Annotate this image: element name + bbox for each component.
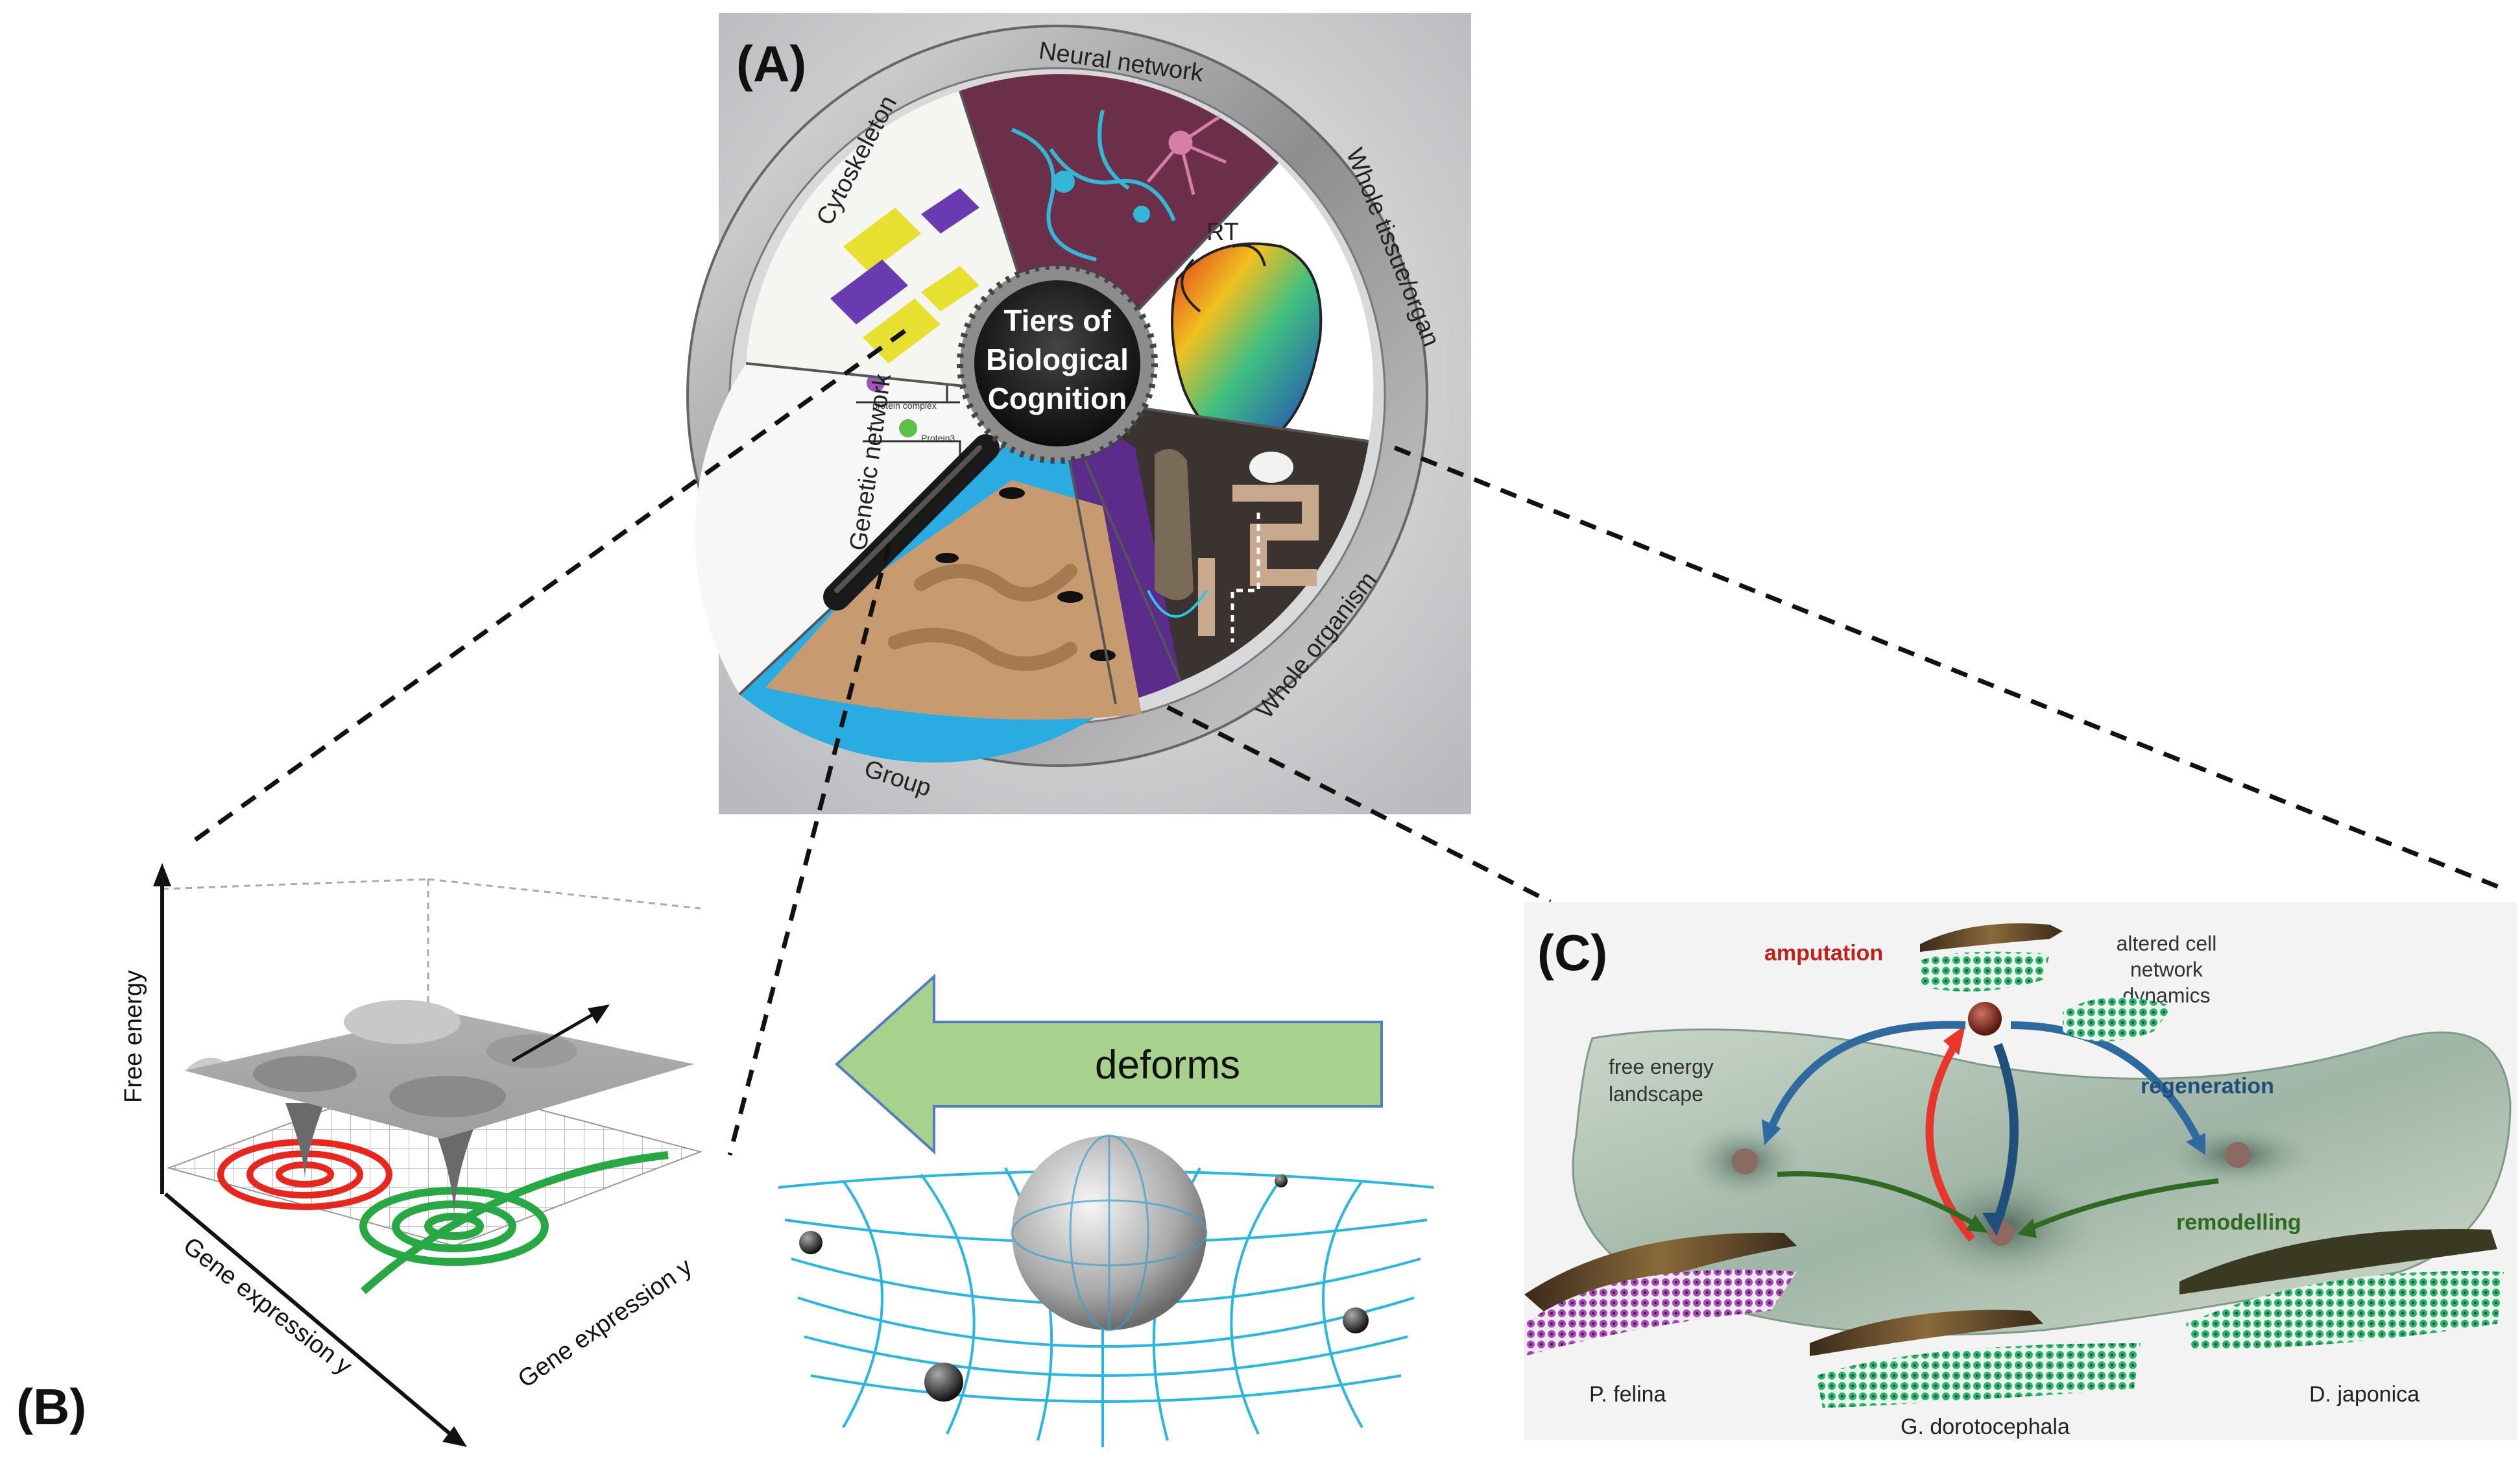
hub-center [974, 280, 1140, 446]
planarian-mesh [1147, 589, 1208, 618]
landscape-line-1: free energy [1609, 1055, 1714, 1078]
panel-b: (B) [16, 863, 703, 1447]
y-axis-label: Gene expression y [513, 1253, 697, 1393]
altered-line-1: altered cell [2117, 932, 2217, 955]
surface-dip-2 [389, 1076, 506, 1117]
state-bead-left [1732, 1148, 1758, 1174]
wedge-planarian-main [1057, 396, 1181, 704]
maze-path-dotted [1230, 513, 1260, 642]
remodelling-arrow-left [1777, 1171, 1980, 1229]
remodelling-arrow-right-head [2017, 1219, 2037, 1238]
remodelling-arrow-right [2026, 1178, 2219, 1232]
panel-a-letter: (A) [736, 35, 806, 92]
planarian-right [2179, 1229, 2497, 1294]
state-bead-top [1968, 1002, 2002, 1036]
magnifier-handle-highlight [834, 445, 982, 593]
protein-node-green [899, 419, 917, 437]
species-g-dorotocephala: G. dorotocephala [1901, 1415, 2070, 1439]
regeneration-arrow-center-head [1982, 1213, 2006, 1236]
neural-pink-cell [1147, 115, 1227, 195]
wedge-genetic-network [695, 363, 1057, 694]
energy-well-1 [285, 1103, 324, 1181]
sphere-grid [1011, 1134, 1208, 1331]
surface-arrow [511, 1010, 598, 1063]
regeneration-arrow-right-head [2186, 1133, 2205, 1155]
species-p-felina: P. felina [1589, 1382, 1666, 1407]
regeneration-arrow-center [1993, 1043, 2019, 1222]
regeneration-arrow-left [1767, 1021, 1966, 1131]
remodelling-arrow-left-head [1966, 1215, 1988, 1233]
small-ball-1 [799, 1231, 822, 1254]
x-axis-head [442, 1426, 467, 1447]
z-axis-label: Free energy [120, 970, 147, 1103]
x-axis-label: Gene expression y [178, 1232, 357, 1380]
x-axis [164, 1192, 455, 1439]
planarian-center [1810, 1309, 2043, 1356]
protein-complex-label: protein complex [872, 400, 937, 411]
maze [1198, 485, 1319, 636]
deforms-graphic: deforms [778, 973, 1434, 1447]
deforms-arrow [835, 973, 1383, 1155]
cells-altered [2063, 997, 2173, 1041]
regeneration-arrow-right [2010, 1021, 2203, 1144]
cells-top-green [1920, 951, 2050, 991]
neural-dendrites [1011, 110, 1176, 261]
mouse-icon [1249, 452, 1293, 483]
rt-arrow [1181, 244, 1266, 313]
panel-a: (A) RT [686, 13, 1471, 814]
state-bead-right [2225, 1142, 2251, 1168]
small-ball-4 [924, 1363, 963, 1402]
connector-lines [193, 329, 2505, 1156]
amputation-arrow-head [1943, 1025, 1965, 1055]
panel-c: (C) amputation altered cell network dyna… [1524, 902, 2517, 1440]
surface-bump [344, 1000, 461, 1044]
deforms-label: deforms [1095, 1043, 1240, 1087]
hub-title-line-3: Cognition [988, 382, 1127, 415]
panel-b-letter: (B) [16, 1378, 86, 1435]
cells-left-purple [1524, 1269, 1797, 1356]
small-ball-2 [1275, 1174, 1288, 1187]
cells-center-green [1816, 1343, 2141, 1408]
z-axis-head [153, 863, 171, 886]
hub-title-line-2: Biological [986, 343, 1129, 376]
energy-well-2 [435, 1129, 474, 1220]
ant-tunnels [888, 564, 1077, 671]
altered-line-2: network [2130, 958, 2203, 981]
remodelling-label: remodelling [2176, 1210, 2301, 1235]
regeneration-arrow-left-head [1762, 1119, 1781, 1145]
organ-heatmap [1171, 242, 1323, 445]
amputation-label: amputation [1764, 941, 1883, 966]
protein3-label: Protein3 [921, 433, 955, 443]
regeneration-label: regeneration [2141, 1074, 2274, 1099]
hub-title-line-1: Tiers of [1003, 304, 1111, 337]
magnifier-handle [823, 434, 1000, 611]
surface-dip-1 [253, 1056, 357, 1092]
panel-c-letter: (C) [1537, 924, 1607, 981]
surface-arrow-head [588, 1004, 610, 1024]
planarian-icon [1155, 449, 1194, 600]
planarian-top [1920, 923, 2063, 952]
species-d-japonica: D. japonica [2309, 1382, 2419, 1407]
small-ball-3 [1343, 1307, 1369, 1333]
landscape-line-2: landscape [1609, 1082, 1703, 1106]
ant-icons [935, 487, 1116, 661]
cells-right-mixed [2186, 1271, 2504, 1350]
